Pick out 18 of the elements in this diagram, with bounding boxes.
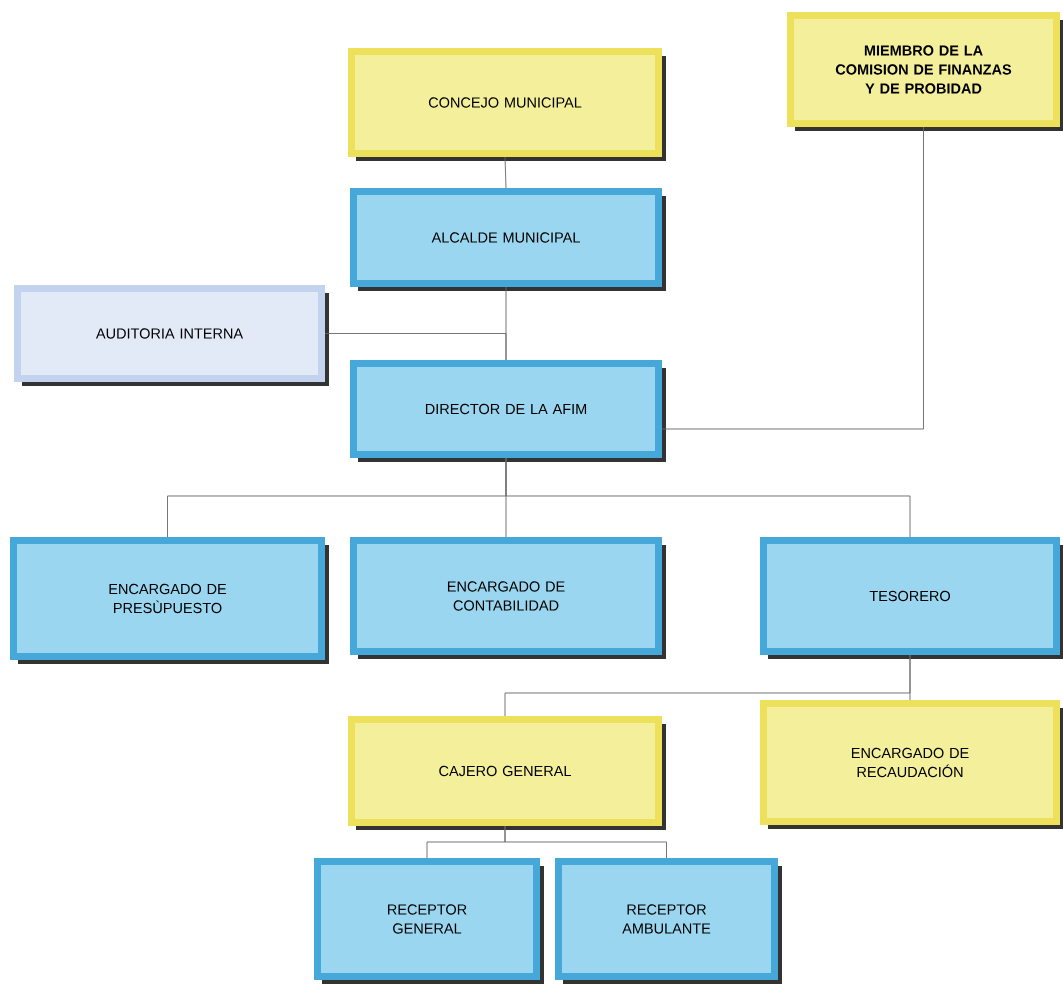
org-box: ALCALDE MUNICIPAL — [350, 188, 666, 291]
org-box: CONCEJO MUNICIPAL — [348, 48, 666, 161]
org-box: ENCARGADO DE CONTABILIDAD — [350, 537, 666, 659]
connector-line — [909, 654, 911, 701]
connector-line — [661, 126, 924, 430]
connector-line — [504, 156, 507, 189]
org-box: ENCARGADO DE PRESÙPUESTO — [10, 537, 329, 664]
connector-line — [504, 825, 667, 859]
org-box: DIRECTOR DE LA AFIM — [350, 360, 666, 462]
org-box: MIEMBRO DE LA COMISION DE FINANZAS Y DE PROBIDAD — [787, 12, 1063, 131]
org-box: RECEPTOR GENERAL — [314, 858, 544, 984]
org-box: TESORERO — [760, 537, 1063, 659]
org-box: ENCARGADO DE RECAUDACIÓN — [760, 700, 1063, 829]
org-box: RECEPTOR AMBULANTE — [555, 858, 782, 984]
org-box: CAJERO GENERAL — [348, 716, 666, 830]
connector-line — [505, 457, 911, 538]
connector-line — [324, 333, 507, 361]
org-box: AUDITORIA INTERNA — [14, 285, 329, 386]
